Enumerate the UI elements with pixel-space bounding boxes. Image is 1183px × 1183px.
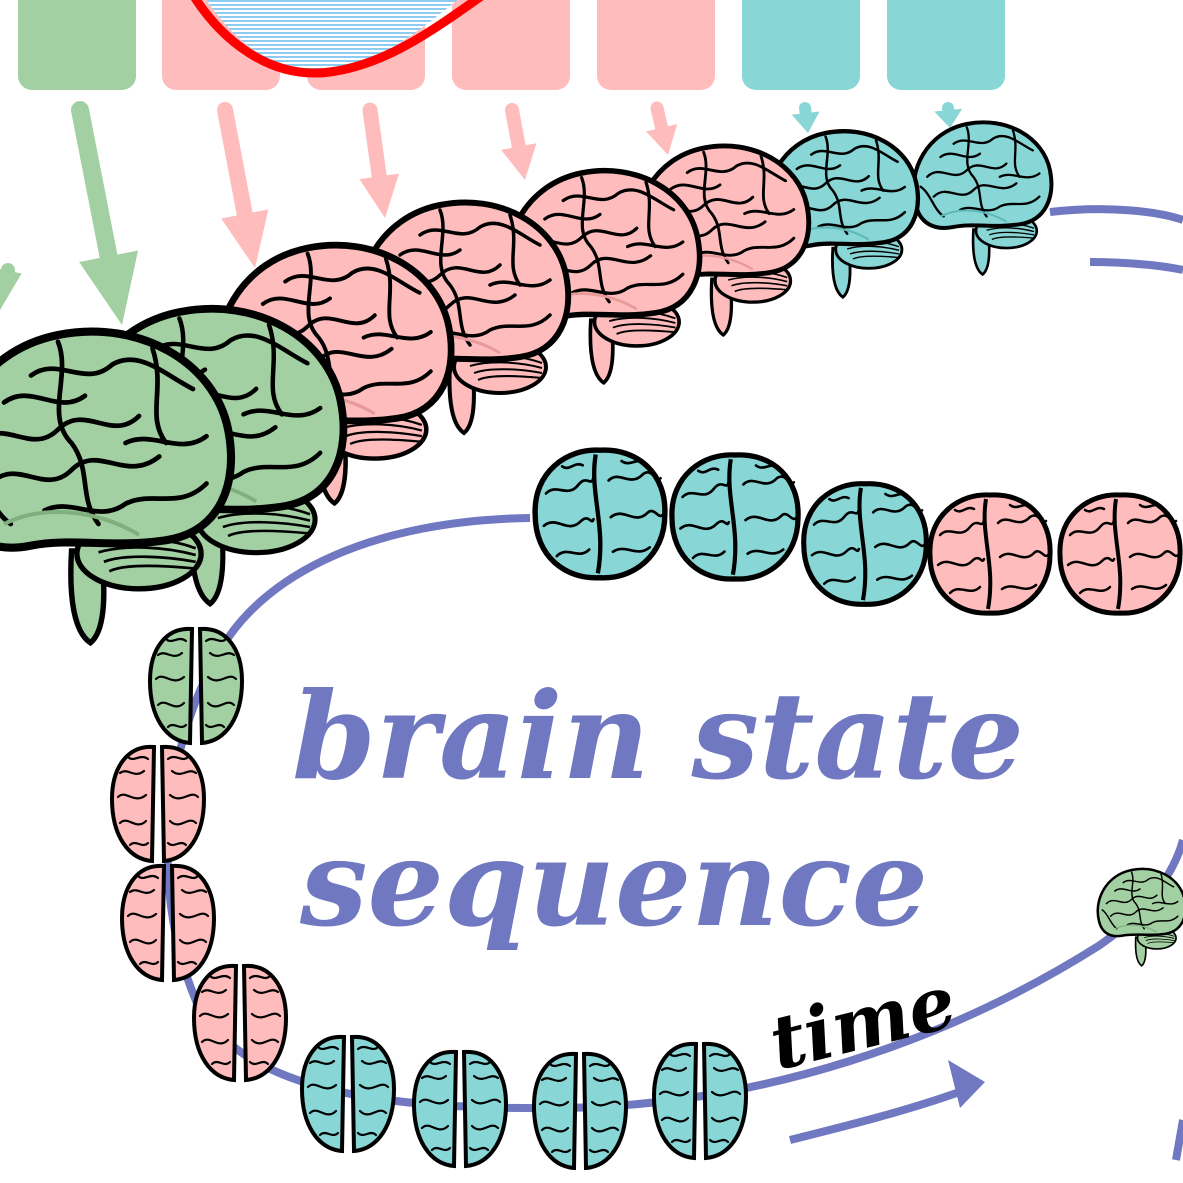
arrow-shaft (505, 103, 526, 154)
brain-icon (669, 452, 801, 582)
brain-icon (119, 863, 217, 983)
signal-curve (191, 0, 484, 78)
arrow-down-icon (359, 173, 400, 218)
time-label: time (762, 959, 965, 1088)
brain-icon (191, 963, 289, 1083)
loop-brain-sequence (109, 626, 749, 1171)
upper-track-path (1049, 205, 1183, 224)
arrow-shaft (217, 102, 253, 222)
state-box-pink (597, 0, 715, 90)
state-box-green (18, 0, 136, 90)
brain-icon (147, 626, 245, 746)
brain-icon (299, 1034, 397, 1154)
state-boxes (18, 0, 1005, 90)
state-box-teal (742, 0, 860, 90)
arrow-down-icon (79, 250, 139, 325)
brain-icon (651, 1041, 749, 1161)
brain-icon (532, 447, 668, 581)
arrow-down-icon (0, 269, 22, 310)
arrow-down-icon (934, 108, 963, 128)
arrow-shaft (362, 102, 387, 184)
red-signal-line (191, 0, 484, 78)
brain-icon (801, 481, 929, 607)
state-box-pink (452, 0, 570, 90)
arrow-down-icon (501, 143, 537, 180)
title-line-1: brain state (292, 666, 1024, 807)
arrow-shaft (799, 102, 812, 120)
brain-icon (411, 1049, 509, 1169)
right-brain (1096, 867, 1183, 967)
arrow-shaft (650, 101, 669, 135)
state-arrows (0, 101, 963, 325)
title-line-2: sequence (299, 813, 928, 954)
brain-icon (109, 744, 207, 864)
brain-icon (1057, 492, 1183, 616)
brain-icon (911, 120, 1054, 277)
brain-icon (531, 1051, 629, 1171)
upper-track-path-2 (1089, 258, 1183, 274)
brain-icon (927, 492, 1053, 616)
brain-icon (0, 327, 236, 647)
hatched-area (206, 0, 458, 73)
large-brain-chain (0, 120, 1054, 647)
arrow-shaft (71, 101, 118, 266)
middle-brain-row (532, 447, 1183, 616)
time-arrow-shaft (789, 1086, 967, 1144)
arrow-down-icon (646, 124, 678, 155)
arrow-down-icon (221, 209, 269, 268)
edge-track-stub (1172, 1119, 1183, 1161)
arrow-down-icon (791, 111, 820, 133)
arrow-right-icon (948, 1060, 985, 1108)
state-box-teal (887, 0, 1005, 90)
brain-icon (1096, 867, 1183, 967)
